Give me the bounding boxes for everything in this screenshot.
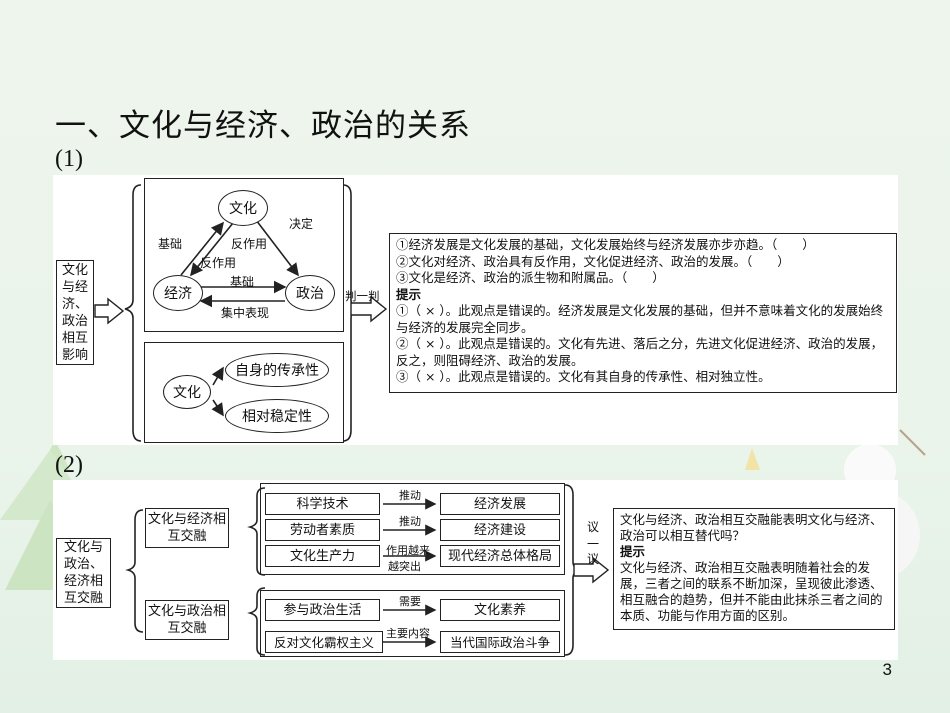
judge-line-2: ②文化对经济、政治具有反作用，文化促进经济、政治的发展。（ ）: [396, 253, 790, 269]
node-culture: 文化: [218, 190, 268, 226]
discuss-answer: 文化与经济、政治相互交融表明随着社会的发展，三者之间的联系不断加深，呈现彼此渗透…: [620, 560, 883, 623]
part2-mid-box-economy: 文化与经济相互交融: [145, 508, 229, 548]
edge-reaction-top: 反作用: [231, 237, 268, 251]
lower-culture: 文化: [163, 375, 211, 409]
arrow-label-judge: 判一判: [345, 289, 380, 303]
part2-mid2-text: 文化与政治相互交融: [147, 604, 226, 636]
row3-right: 现代经济总体格局: [440, 545, 560, 567]
row2-right: 经济建设: [440, 519, 560, 541]
node-economy: 经济: [153, 275, 203, 311]
judge-box: ①经济发展是文化发展的基础，文化发展始终与经济发展亦步亦趋。（ ） ②文化对经济…: [389, 233, 897, 393]
row5-arrow: 主要内容: [386, 627, 430, 640]
lower-trait1: 自身的传承性: [225, 353, 329, 387]
hint-line-3: ③（ × ）。此观点是错误的。文化有其自身的传承性、相对独立性。: [396, 369, 771, 384]
edge-basis-bottom: 基础: [230, 275, 255, 289]
part1-label: (1): [55, 146, 83, 172]
discuss-label-3: 议: [587, 552, 600, 566]
discuss-label-2: 一: [587, 537, 600, 551]
row5-right: 当代国际政治斗争: [440, 631, 560, 653]
row1-arrow: 推动: [399, 489, 421, 502]
row1-left: 科学技术: [265, 493, 380, 515]
discuss-label-1: 议: [587, 520, 600, 534]
row4-left: 参与政治生活: [265, 599, 380, 621]
part2-diagram: 文化与政治、经济相互交融 文化与经济相互交融 文化与政治相互交融 科学技术 推动…: [53, 480, 898, 660]
row2-arrow: 推动: [399, 515, 421, 528]
edge-concentrated: 集中表现: [221, 306, 270, 320]
part2-mid-box-politics: 文化与政治相互交融: [145, 600, 229, 640]
lower-trait2: 相对稳定性: [225, 399, 329, 433]
part2-mid1-text: 文化与经济相互交融: [147, 512, 226, 544]
part2-left-box: 文化与政治、经济相互交融: [56, 538, 111, 608]
part2-label: (2): [55, 452, 83, 478]
row3-arrow-line1: 作用越来: [386, 544, 430, 557]
node-politics: 政治: [285, 275, 335, 311]
discuss-question: 文化与经济、政治相互交融能表明文化与经济、政治可以相互替代吗？: [620, 512, 883, 543]
row3-arrow-line2: 越突出: [388, 560, 421, 573]
page-number: 3: [882, 660, 892, 679]
discuss-hint-label: 提示: [620, 544, 646, 559]
discuss-box: 文化与经济、政治相互交融能表明文化与经济、政治可以相互替代吗？ 提示 文化与经济…: [613, 508, 895, 630]
part2-group1-frame: [260, 483, 565, 575]
judge-hint-label: 提示: [396, 286, 422, 302]
part2-group2-frame: [260, 590, 565, 657]
edge-basis: 基础: [158, 237, 183, 251]
row1-right: 经济发展: [440, 493, 560, 515]
edge-reaction-left: 反作用: [200, 256, 237, 270]
row3-left: 文化生产力: [265, 545, 380, 567]
row2-left: 劳动者素质: [265, 519, 380, 541]
part1-lower-frame: [144, 342, 344, 443]
slide-title: 一、文化与经济、政治的关系: [55, 108, 471, 144]
part1-left-box-text: 文化与经济、政治相互影响: [61, 262, 88, 363]
judge-line-1: ①经济发展是文化发展的基础，文化发展始终与经济发展亦步亦趋。（ ）: [396, 237, 815, 252]
part2-connectors: [125, 484, 610, 656]
part1-left-box: 文化与经济、政治相互影响: [56, 260, 94, 365]
part1-connectors: [94, 184, 388, 442]
edge-decides: 决定: [289, 217, 314, 231]
judge-line-3: ③文化是经济、政治的派生物和附属品。（ ）: [396, 270, 665, 285]
part1-triangle-frame: [144, 178, 344, 332]
row5-left: 反对文化霸权主义: [265, 631, 383, 653]
row4-arrow: 需要: [399, 595, 421, 608]
hint-line-1: ①（ × ）。此观点是错误的。经济发展是文化发展的基础，但并不意味着文化的发展始…: [396, 303, 884, 335]
hint-line-2: ②（ × ）。此观点是错误的。文化有先进、落后之分，先进文化促进经济、政治的发展…: [396, 336, 884, 368]
part2-left-box-text: 文化与政治、经济相互交融: [63, 540, 103, 606]
part1-diagram: 文化与经济、政治相互影响 文化 经济 政治 基础 反作用 反作用 决定 基础 集…: [53, 175, 898, 445]
row4-right: 文化素养: [440, 599, 560, 621]
